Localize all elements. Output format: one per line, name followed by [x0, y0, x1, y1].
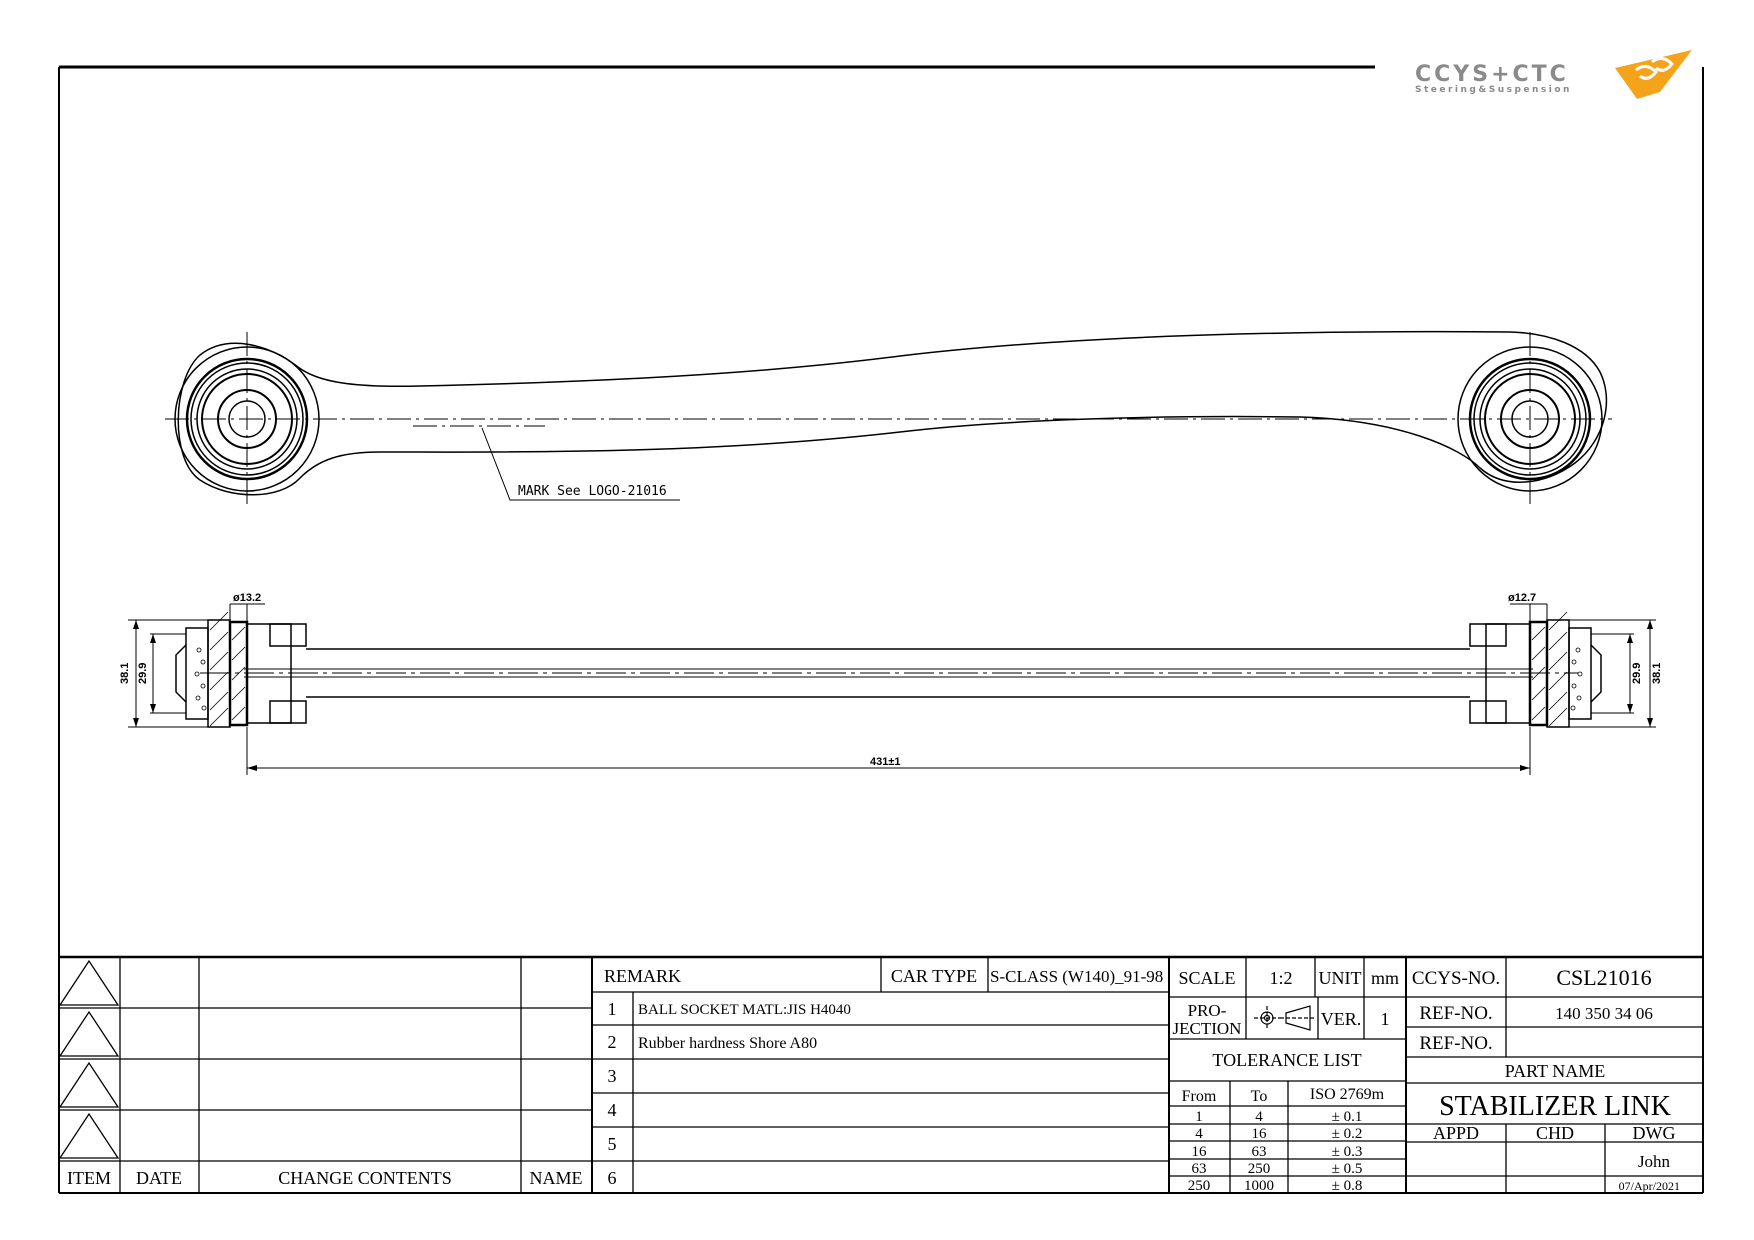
dim-left-inner-label: 29.9: [137, 663, 149, 684]
remark-row-number: 3: [608, 1066, 617, 1086]
mark-leader-line: [481, 427, 680, 501]
sheet-frame: [58, 65, 1704, 1194]
logo-emblem-icon: [1615, 50, 1692, 99]
scale-value: 1:2: [1269, 968, 1292, 988]
ref-no-label-2: REF-NO.: [1419, 1033, 1492, 1054]
table-text: ITEM DATE CHANGE CONTENTS NAME REMARK CA…: [67, 965, 1680, 1194]
tolerance-cell: ± 0.5: [1332, 1161, 1363, 1177]
projection-symbol-icon: [1254, 1005, 1314, 1031]
tolerance-cell: 1: [1195, 1109, 1203, 1125]
tolerance-cell: 4: [1195, 1126, 1203, 1142]
tolerance-cell: 4: [1255, 1109, 1263, 1125]
remark-row-number: 1: [608, 999, 617, 1019]
ver-value: 1: [1381, 1009, 1390, 1029]
logo-brand-text: CCYS+CTC: [1415, 62, 1569, 87]
scale-label: SCALE: [1178, 968, 1235, 988]
part-name-value: STABILIZER LINK: [1439, 1091, 1671, 1122]
revision-triangles: [58, 959, 120, 1159]
remark-row-text: BALL SOCKET MATL:JIS H4040: [638, 1002, 851, 1018]
projection-label-line2: JECTION: [1173, 1019, 1242, 1038]
ref-no-label-1: REF-NO.: [1419, 1003, 1492, 1024]
dim-left-outer-label: 38.1: [119, 663, 131, 684]
revision-triangle-icon: [58, 1112, 120, 1159]
dim-length-label: 431±1: [870, 756, 901, 768]
left-end-bushing: [175, 611, 307, 728]
ver-label: VER.: [1321, 1009, 1362, 1029]
logo-tagline-text: Steering&Suspension: [1415, 85, 1572, 95]
tolerance-cell: 63: [1192, 1161, 1207, 1177]
dimension-lines: [128, 603, 1656, 775]
tolerance-cell: ± 0.2: [1332, 1126, 1363, 1142]
right-end-bushing: [1469, 611, 1602, 728]
projection-label-line1: PRO-: [1188, 1001, 1227, 1020]
drawing-date-value: 07/Apr/2021: [1619, 1179, 1680, 1193]
appd-label: APPD: [1433, 1123, 1479, 1143]
remark-row-number: 2: [608, 1032, 617, 1052]
top-view: [165, 330, 1612, 505]
tolerance-cell: 1000: [1244, 1178, 1274, 1194]
table-grid: [59, 955, 1703, 1193]
tolerance-cell: 250: [1188, 1178, 1211, 1194]
side-view: [128, 603, 1656, 775]
unit-label: UNIT: [1319, 968, 1362, 988]
dwg-label: DWG: [1633, 1123, 1676, 1143]
revision-triangle-icon: [58, 959, 120, 1006]
part-name-label: PART NAME: [1505, 1061, 1605, 1081]
header-date: DATE: [136, 1168, 182, 1188]
tolerance-title: TOLERANCE LIST: [1212, 1050, 1361, 1070]
tolerance-cell: 250: [1248, 1161, 1271, 1177]
tolerance-cell: 16: [1192, 1144, 1208, 1160]
dim-left-bore-label: ø13.2: [233, 592, 261, 604]
tolerance-header-iso: ISO 2769m: [1310, 1086, 1385, 1103]
dim-right-inner-label: 29.9: [1631, 663, 1643, 684]
car-type-value: S-CLASS (W140)_91-98: [990, 967, 1163, 986]
dim-right-outer-label: 38.1: [1651, 663, 1663, 684]
ccys-no-value: CSL21016: [1556, 965, 1651, 990]
revision-triangle-icon: [58, 1010, 120, 1057]
drawn-by-value: John: [1638, 1152, 1671, 1171]
tolerance-cell: ± 0.8: [1332, 1178, 1363, 1194]
remark-title: REMARK: [604, 966, 681, 986]
car-type-label: CAR TYPE: [891, 966, 977, 986]
company-logo: CCYS+CTC Steering&Suspension: [1415, 50, 1692, 99]
tolerance-cell: ± 0.1: [1332, 1109, 1363, 1125]
header-name: NAME: [530, 1168, 583, 1188]
chd-label: CHD: [1536, 1123, 1574, 1143]
remark-row-number: 6: [608, 1168, 617, 1188]
dim-right-bore-label: ø12.7: [1508, 592, 1536, 604]
tolerance-cell: ± 0.3: [1332, 1144, 1363, 1160]
remark-row-text: Rubber hardness Shore A80: [638, 1035, 817, 1052]
tolerance-header-to: To: [1251, 1088, 1268, 1105]
remark-row-number: 4: [608, 1100, 617, 1120]
center-lines: [165, 332, 1612, 505]
tolerance-cell: 63: [1252, 1144, 1267, 1160]
unit-value: mm: [1371, 968, 1399, 988]
tolerance-header-from: From: [1182, 1088, 1217, 1105]
revision-triangle-icon: [58, 1061, 120, 1108]
link-outline: [177, 330, 1608, 496]
mark-note-text: MARK See LOGO-21016: [518, 484, 667, 499]
tolerance-cell: 16: [1252, 1126, 1268, 1142]
remark-row-number: 5: [608, 1134, 617, 1154]
header-change-contents: CHANGE CONTENTS: [278, 1168, 452, 1188]
header-item: ITEM: [67, 1168, 111, 1188]
ccys-no-label: CCYS-NO.: [1412, 968, 1500, 989]
dimension-arrows: [133, 620, 1653, 771]
ref-no-value-1: 140 350 34 06: [1555, 1004, 1653, 1023]
